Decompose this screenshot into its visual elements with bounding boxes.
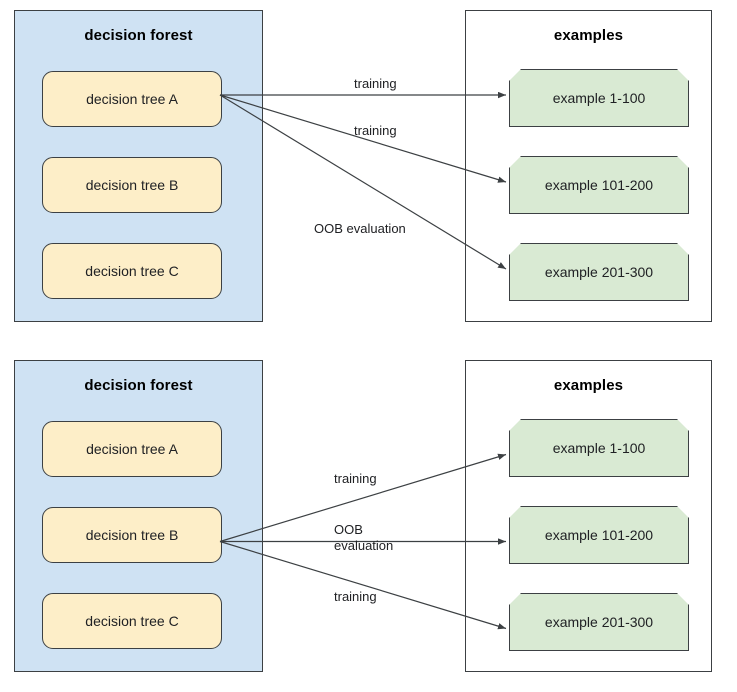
example-box-shape [509, 69, 689, 127]
edge-label-training-1: training [354, 76, 397, 91]
tree-box-label: decision tree C [85, 613, 179, 629]
tree-box-label: decision tree B [85, 177, 179, 193]
example-box-shape [509, 593, 689, 651]
example-box-101-200[interactable]: example 101-200 [509, 506, 689, 564]
edge-label-oob-evaluation: OOB evaluation [314, 221, 406, 236]
edge-label-oob: OOB [334, 522, 363, 537]
examples-panel: examples example 1-100 example 101-200 e… [465, 10, 712, 322]
example-box-label: example 201-300 [544, 264, 654, 280]
decision-forest-panel: decision forest decision tree A decision… [14, 10, 263, 322]
example-box-201-300[interactable]: example 201-300 [509, 243, 689, 301]
tree-box-label: decision tree A [86, 91, 178, 107]
diagram-tree-a: decision forest decision tree A decision… [0, 0, 737, 342]
examples-title: examples [553, 27, 624, 44]
example-box-1-100[interactable]: example 1-100 [509, 419, 689, 477]
edge-label-evaluation: evaluation [334, 538, 394, 553]
example-box-label: example 101-200 [544, 527, 654, 543]
example-box-label: example 1-100 [552, 90, 646, 106]
examples-panel: examples example 1-100 example 101-200 e… [465, 360, 712, 672]
decision-forest-title: decision forest [84, 377, 193, 394]
example-box-shape [509, 243, 689, 301]
edge-label-training-2: training [354, 123, 397, 138]
example-box-shape [509, 419, 689, 477]
examples-title: examples [553, 377, 624, 394]
tree-box-a[interactable]: decision tree A [42, 421, 222, 477]
tree-box-label: decision tree C [85, 263, 179, 279]
tree-box-label: decision tree A [86, 441, 178, 457]
edge-label-training-2: training [334, 589, 377, 604]
example-box-shape [509, 506, 689, 564]
example-box-label: example 201-300 [544, 614, 654, 630]
example-box-101-200[interactable]: example 101-200 [509, 156, 689, 214]
tree-box-label: decision tree B [85, 527, 179, 543]
example-box-label: example 101-200 [544, 177, 654, 193]
example-box-201-300[interactable]: example 201-300 [509, 593, 689, 651]
example-box-1-100[interactable]: example 1-100 [509, 69, 689, 127]
decision-forest-panel: decision forest decision tree A decision… [14, 360, 263, 672]
example-box-label: example 1-100 [552, 440, 646, 456]
tree-box-c[interactable]: decision tree C [42, 243, 222, 299]
example-box-shape [509, 156, 689, 214]
tree-box-a[interactable]: decision tree A [42, 71, 222, 127]
decision-forest-title: decision forest [84, 27, 193, 44]
diagram-tree-b: decision forest decision tree A decision… [0, 350, 737, 685]
edge-label-training-1: training [334, 471, 377, 486]
tree-box-b[interactable]: decision tree B [42, 157, 222, 213]
tree-box-c[interactable]: decision tree C [42, 593, 222, 649]
tree-box-b[interactable]: decision tree B [42, 507, 222, 563]
